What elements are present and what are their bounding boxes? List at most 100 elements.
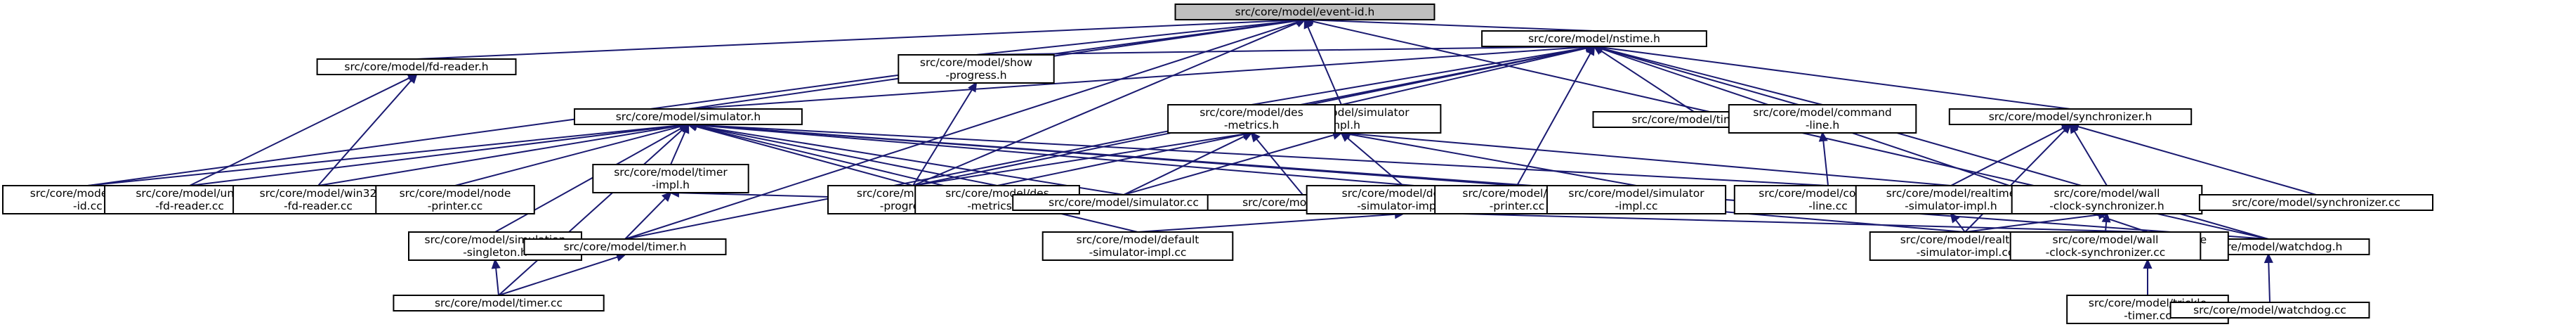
edge-synchronizer_h-to-synchronizer_cc bbox=[2068, 122, 2317, 195]
node-label: src/core/model/timer bbox=[614, 166, 728, 179]
node-label: src/core/model/time.cc bbox=[1631, 113, 1756, 126]
node-label: -simulator-impl.cc bbox=[1917, 246, 2014, 259]
node-box bbox=[1041, 231, 1234, 261]
node-label: src/core/model/synchronizer.cc bbox=[2232, 196, 2400, 209]
node-wall-clock-synchronizer-cc[interactable]: src/core/model/wall-clock-synchronizer.c… bbox=[2009, 231, 2202, 261]
node-label: -progress.h bbox=[945, 69, 1006, 82]
node-simulator-impl-cc[interactable]: src/core/model/simulator-impl.cc bbox=[1546, 185, 1727, 214]
edge-line bbox=[624, 198, 666, 240]
node-watchdog-cc[interactable]: src/core/model/watchdog.cc bbox=[2169, 302, 2370, 319]
node-timer-h[interactable]: src/core/model/timer.h bbox=[523, 238, 727, 255]
edge-line bbox=[1341, 47, 1587, 105]
node-synchronizer-h[interactable]: src/core/model/synchronizer.h bbox=[1948, 108, 2193, 125]
edge-line bbox=[189, 124, 681, 186]
node-box bbox=[898, 54, 1055, 84]
node-label: -line.h bbox=[1806, 119, 1839, 131]
node-wall-clock-synchronizer-h[interactable]: src/core/model/wall-clock-synchronizer.h bbox=[2011, 185, 2203, 214]
node-fd-reader-h[interactable]: src/core/model/fd-reader.h bbox=[316, 58, 517, 75]
node-synchronizer-cc[interactable]: src/core/model/synchronizer.cc bbox=[2198, 194, 2433, 211]
edge-line bbox=[695, 124, 2269, 240]
edge-line bbox=[1950, 127, 2064, 186]
node-des-metrics-h[interactable]: src/core/model/des-metrics.h bbox=[1167, 104, 1336, 134]
edge-line bbox=[1964, 214, 2100, 233]
edge-line bbox=[670, 131, 686, 165]
node-label: src/core/model/watchdog.cc bbox=[2193, 304, 2346, 316]
node-label: -printer.cc bbox=[428, 200, 482, 212]
arrowhead-icon bbox=[678, 123, 690, 134]
node-label: -simulator-impl.h bbox=[1357, 200, 1450, 212]
edge-trickle_timer_h-to-trickle_timer_cc bbox=[2143, 258, 2153, 295]
node-label: -line.cc bbox=[1808, 200, 1848, 212]
node-box bbox=[574, 108, 803, 125]
edge-line bbox=[1822, 140, 1829, 186]
node-label: -clock-synchronizer.cc bbox=[2046, 246, 2166, 259]
edge-line bbox=[1348, 133, 1637, 186]
node-label: -impl.cc bbox=[1615, 200, 1657, 212]
node-timer-cc[interactable]: src/core/model/timer.cc bbox=[393, 295, 605, 311]
edge-line bbox=[1600, 50, 1695, 113]
edge-line bbox=[975, 46, 1587, 56]
node-label: src/core/model/event-id.h bbox=[1235, 6, 1375, 18]
node-nstime-h[interactable]: src/core/model/nstime.h bbox=[1481, 30, 1707, 47]
node-label: src/core/model/wall bbox=[2054, 187, 2160, 200]
node-command-line-h[interactable]: src/core/model/command-line.h bbox=[1728, 104, 1917, 134]
node-trickle-timer-cc[interactable]: src/core/model/trickle-timer.cc bbox=[2066, 295, 2229, 324]
arrowhead-icon bbox=[2263, 252, 2273, 264]
edge-nstime_h-to-time_printer_cc bbox=[1516, 44, 1596, 186]
edge-line bbox=[912, 22, 1299, 186]
arrowhead-icon bbox=[1250, 131, 1261, 143]
node-simulator-h[interactable]: src/core/model/simulator.h bbox=[574, 108, 803, 125]
node-box bbox=[1167, 104, 1336, 134]
node-label: src/core/model/simulator.h bbox=[616, 110, 761, 123]
node-default-simulator-impl-cc[interactable]: src/core/model/default-simulator-impl.cc bbox=[1041, 231, 1234, 261]
node-timer-impl-h[interactable]: src/core/model/timer-impl.h bbox=[592, 164, 749, 193]
node-box bbox=[375, 185, 535, 214]
edge-simulator_h-to-default_simulator_impl_cc bbox=[686, 122, 1138, 233]
node-label: src/core/model/realtime bbox=[1886, 187, 2016, 200]
edge-line bbox=[2268, 262, 2271, 303]
edge-line bbox=[1251, 46, 1587, 105]
edge-fd_reader_h-to-unix_fd_reader_cc bbox=[189, 73, 419, 186]
node-label: -id.cc bbox=[73, 200, 103, 212]
edge-simulator_h-to-timer_cc bbox=[498, 123, 690, 296]
arrowhead-icon bbox=[2101, 212, 2111, 223]
edge-timer_impl_h-to-timer_h bbox=[624, 191, 672, 240]
node-label: src/core/model/synchronizer.h bbox=[1989, 110, 2153, 123]
edge-line bbox=[1954, 219, 1966, 233]
edge-nstime_h-to-time_cc bbox=[1592, 45, 1695, 113]
node-event-id-h[interactable]: src/core/model/event-id.h bbox=[1174, 4, 1435, 20]
edge-line bbox=[189, 77, 410, 186]
node-box bbox=[232, 185, 404, 214]
edge-line bbox=[1312, 19, 1595, 32]
edge-line bbox=[1123, 135, 1245, 195]
node-box bbox=[2009, 231, 2202, 261]
edge-line bbox=[498, 129, 683, 296]
node-label: src/core/model/command bbox=[1753, 106, 1892, 119]
node-label: src/core/model/timer.cc bbox=[435, 297, 563, 309]
node-box bbox=[2198, 194, 2433, 211]
edge-watchdog_h-to-watchdog_cc bbox=[2263, 252, 2273, 303]
arrowhead-icon bbox=[1950, 212, 1960, 224]
edge-nstime_h-to-synchronizer_h bbox=[1592, 43, 2071, 110]
node-box bbox=[1948, 108, 2193, 125]
edge-line bbox=[975, 20, 1298, 56]
edge-line bbox=[1964, 129, 2066, 233]
arrowhead-icon bbox=[661, 191, 672, 203]
node-label: -simulator-impl.h bbox=[1905, 200, 1997, 212]
node-win32-fd-reader-cc[interactable]: src/core/model/win32-fd-reader.cc bbox=[232, 185, 404, 214]
node-label: src/core/model/default bbox=[1342, 187, 1465, 200]
node-box bbox=[592, 164, 749, 193]
node-node-printer-cc[interactable]: src/core/model/node-printer.cc bbox=[375, 185, 535, 214]
edge-line bbox=[997, 134, 1244, 186]
edge-simulator_impl_h-to-realtime_simulator_impl_h bbox=[1339, 129, 1952, 186]
node-simulator-cc[interactable]: src/core/model/simulator.cc bbox=[1012, 194, 1235, 211]
node-label: -printer.cc bbox=[1490, 200, 1544, 212]
edge-line bbox=[2105, 221, 2108, 233]
node-show-progress-h[interactable]: src/core/model/show-progress.h bbox=[898, 54, 1055, 84]
arrowhead-icon bbox=[491, 258, 501, 269]
arrowhead-icon bbox=[2143, 258, 2153, 269]
arrowhead-icon bbox=[407, 73, 418, 84]
edge-line bbox=[1348, 132, 1952, 186]
node-label: src/core/model/des bbox=[1200, 106, 1303, 119]
